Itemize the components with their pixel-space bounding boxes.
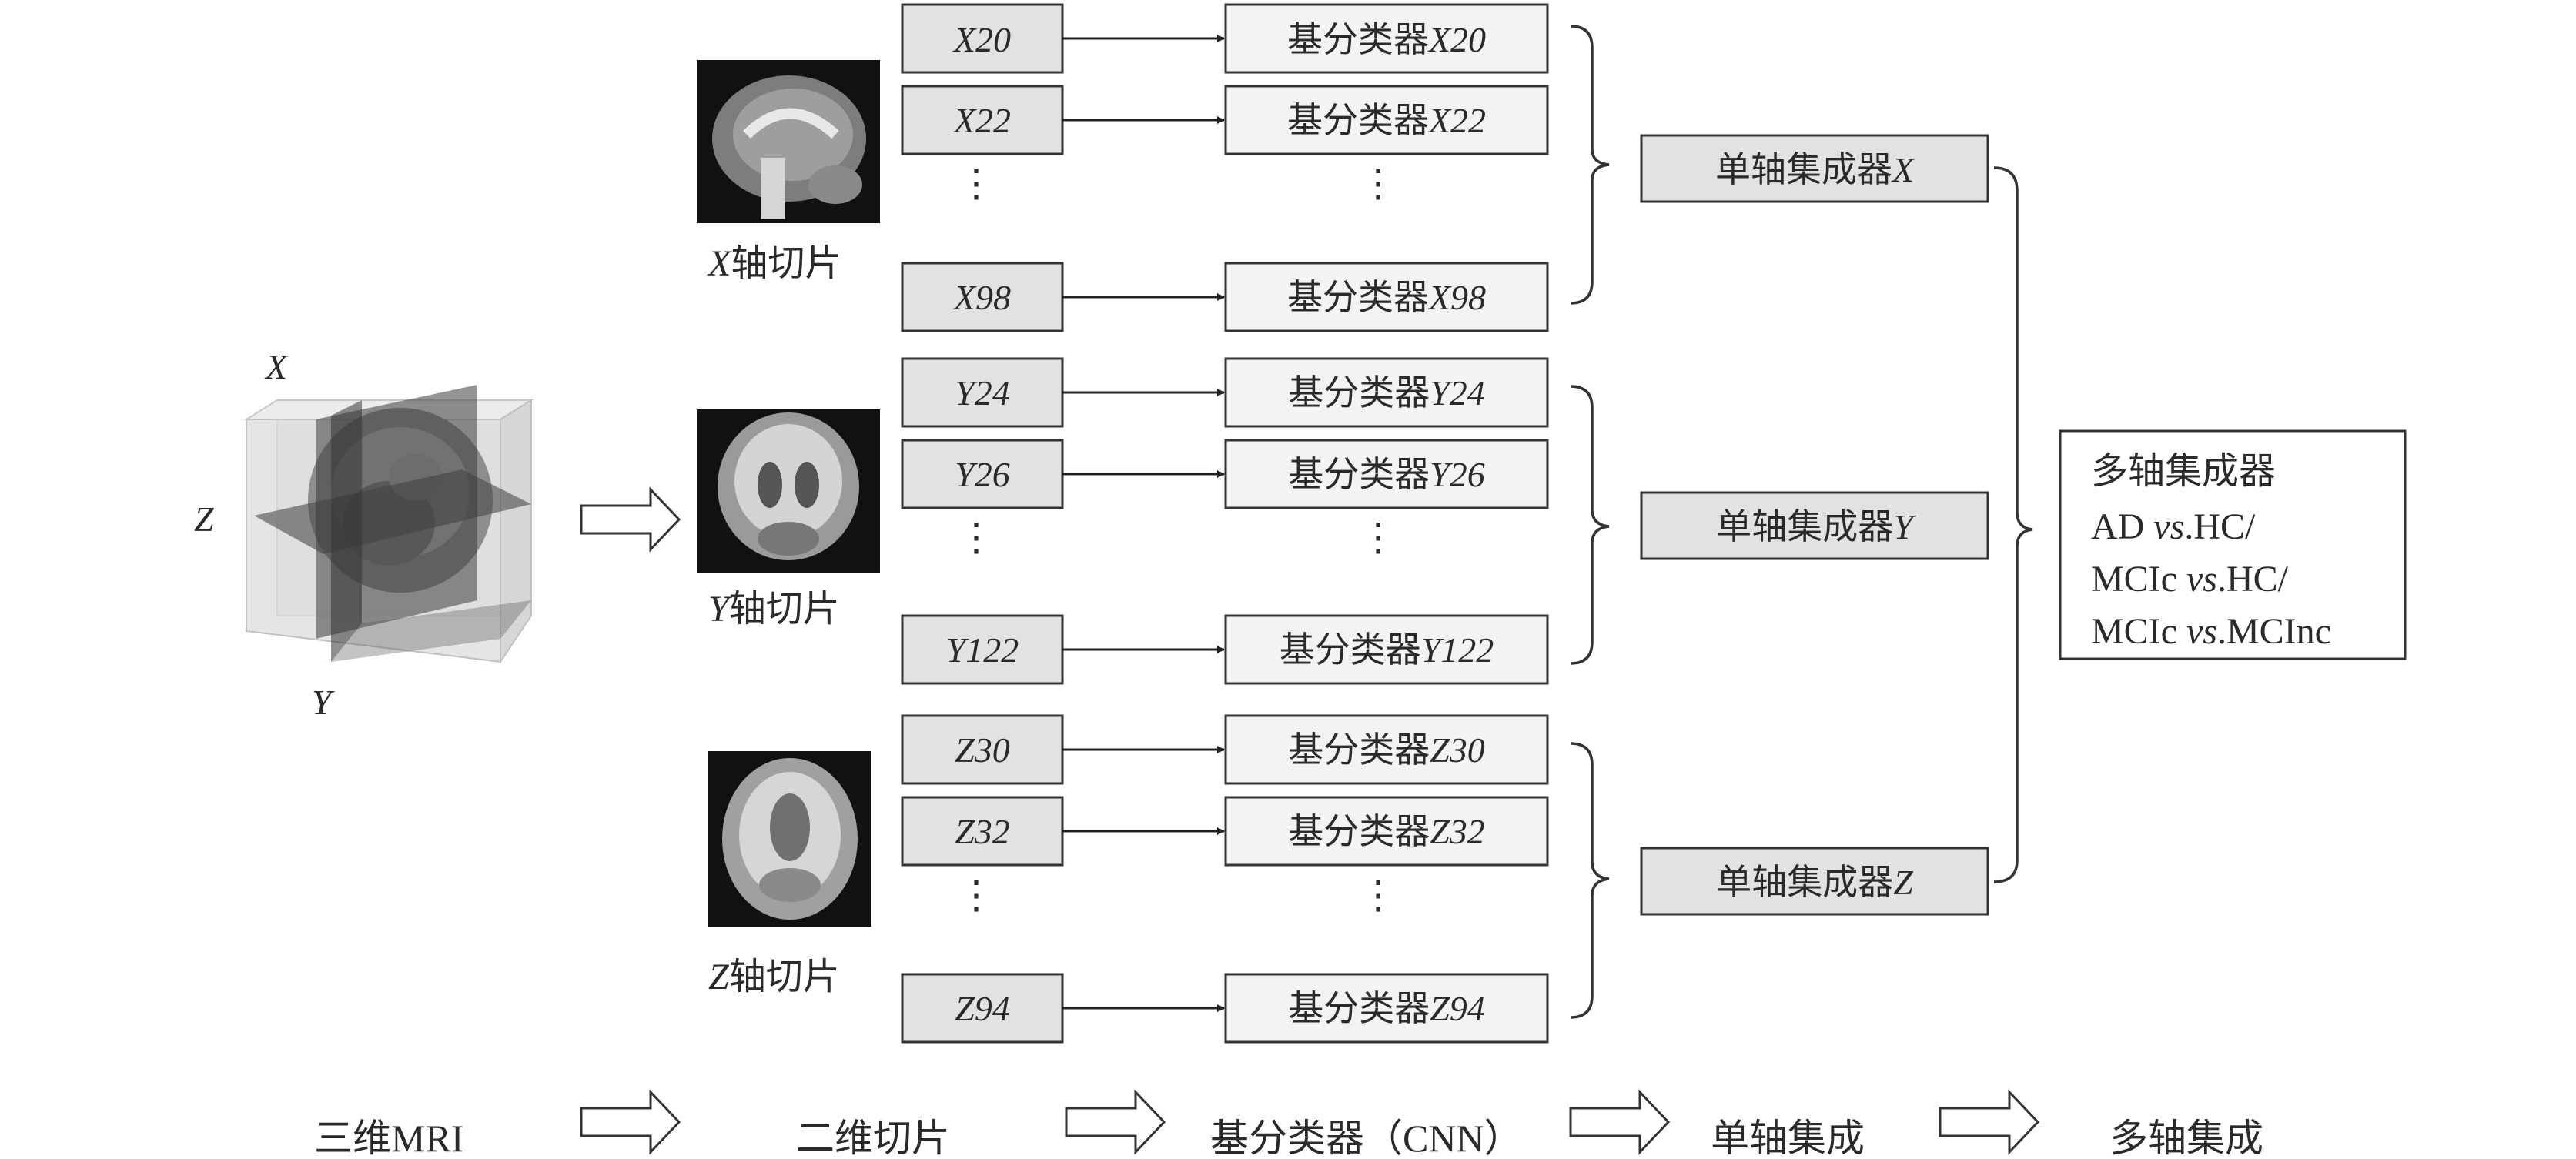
z-ensemble-box: 单轴集成器Z (1640, 847, 1989, 916)
y-classifier-1: 基分类器Y24 (1224, 357, 1549, 428)
svg-text:Y122: Y122 (946, 630, 1019, 670)
x-slice-row-2: X22 (901, 85, 1064, 155)
x-slice-row-3: X98 (901, 262, 1064, 332)
pipeline-step-1: 三维MRI (314, 1117, 463, 1159)
pipeline-step-2: 二维切片 (796, 1117, 950, 1159)
svg-text:基分类器Y24: 基分类器Y24 (1288, 373, 1485, 412)
x-slice-ellipsis: ⋮ (957, 162, 995, 205)
z-slice-row-3: Z94 (901, 973, 1064, 1044)
multi-axis-line-3: MCIc vs.MCInc (2091, 611, 2331, 652)
z-classifier-ellipsis: ⋮ (1359, 873, 1397, 917)
pipeline-step-3: 基分类器（CNN） (1210, 1117, 1523, 1159)
y-slice-thumbnail (697, 409, 880, 573)
z-slice-row-2: Z32 (901, 796, 1064, 867)
svg-text:基分类器Y122: 基分类器Y122 (1280, 630, 1494, 670)
x-classifier-2: 基分类器X22 (1224, 85, 1549, 155)
pipeline-arrow-3 (1569, 1089, 1671, 1155)
y-slice-caption: Y轴切片 (708, 589, 840, 630)
x-classifier-brace (1570, 25, 1610, 305)
multi-axis-line-2: MCIc vs.HC/ (2091, 559, 2289, 600)
z-slice-thumbnail (708, 751, 871, 927)
x-classifier-1: 基分类器X20 (1224, 3, 1549, 74)
svg-text:Z94: Z94 (955, 989, 1010, 1028)
mri-cube (243, 385, 534, 665)
z-classifier-2: 基分类器Z32 (1224, 796, 1549, 867)
svg-text:单轴集成器Y: 单轴集成器Y (1716, 507, 1916, 546)
svg-text:基分类器Z32: 基分类器Z32 (1288, 812, 1485, 851)
x-slice-thumbnail (697, 60, 880, 223)
axis-y-label: Y (312, 683, 335, 722)
svg-text:X22: X22 (952, 101, 1011, 140)
y-slice-row-3: Y122 (901, 614, 1064, 685)
svg-text:基分类器X22: 基分类器X22 (1287, 101, 1486, 140)
svg-text:单轴集成器X: 单轴集成器X (1715, 150, 1915, 189)
svg-text:基分类器X98: 基分类器X98 (1287, 278, 1486, 317)
y-classifier-brace (1570, 385, 1610, 665)
z-slice-caption: Z轴切片 (708, 957, 840, 997)
y-slice-row-1: Y24 (901, 357, 1064, 428)
z-classifier-1: 基分类器Z30 (1224, 714, 1549, 785)
x-classifier-3: 基分类器X98 (1224, 262, 1549, 332)
y-slice-ellipsis: ⋮ (957, 516, 995, 559)
z-classifier-brace (1570, 742, 1610, 1019)
pipeline-arrow-1 (580, 1089, 681, 1155)
svg-text:基分类器Y26: 基分类器Y26 (1288, 455, 1485, 494)
x-slice-caption: X轴切片 (707, 243, 841, 284)
pipeline-step-5: 多轴集成 (2109, 1117, 2263, 1159)
ensemble-brace (1993, 166, 2033, 883)
z-classifier-3: 基分类器Z94 (1224, 973, 1549, 1044)
axis-z-label: Z (194, 499, 214, 539)
pipeline-arrow-2 (1065, 1089, 1166, 1155)
svg-text:Y26: Y26 (955, 455, 1010, 494)
x-classifier-ellipsis: ⋮ (1359, 162, 1397, 205)
y-classifier-3: 基分类器Y122 (1224, 614, 1549, 685)
svg-text:Y24: Y24 (955, 373, 1010, 412)
axis-x-label: X (264, 347, 289, 386)
svg-text:单轴集成器Z: 单轴集成器Z (1716, 863, 1913, 902)
svg-text:Z32: Z32 (955, 812, 1010, 851)
multi-axis-ensemble-box: 多轴集成器 AD vs.HC/ MCIc vs.HC/ MCIc vs.MCIn… (2059, 429, 2407, 660)
multi-axis-line-1: AD vs.HC/ (2091, 506, 2256, 547)
x-ensemble-box: 单轴集成器X (1640, 134, 1989, 203)
y-ensemble-box: 单轴集成器Y (1640, 491, 1989, 560)
mri-to-slices-arrow (580, 486, 681, 553)
z-slice-row-1: Z30 (901, 714, 1064, 785)
y-classifier-ellipsis: ⋮ (1359, 516, 1397, 559)
x-slice-row-1: X20 (901, 3, 1064, 74)
multi-axis-title: 多轴集成器 (2091, 451, 2276, 492)
svg-text:基分类器Z94: 基分类器Z94 (1288, 989, 1485, 1028)
z-slice-ellipsis: ⋮ (957, 873, 995, 917)
y-classifier-2: 基分类器Y26 (1224, 439, 1549, 509)
svg-text:基分类器Z30: 基分类器Z30 (1288, 730, 1485, 770)
pipeline-arrow-4 (1939, 1089, 2040, 1155)
svg-text:X20: X20 (952, 20, 1011, 59)
svg-text:X98: X98 (952, 278, 1011, 317)
svg-text:Z30: Z30 (955, 730, 1010, 770)
y-slice-row-2: Y26 (901, 439, 1064, 509)
svg-text:基分类器X20: 基分类器X20 (1287, 20, 1486, 59)
pipeline-step-4: 单轴集成 (1711, 1117, 1865, 1159)
